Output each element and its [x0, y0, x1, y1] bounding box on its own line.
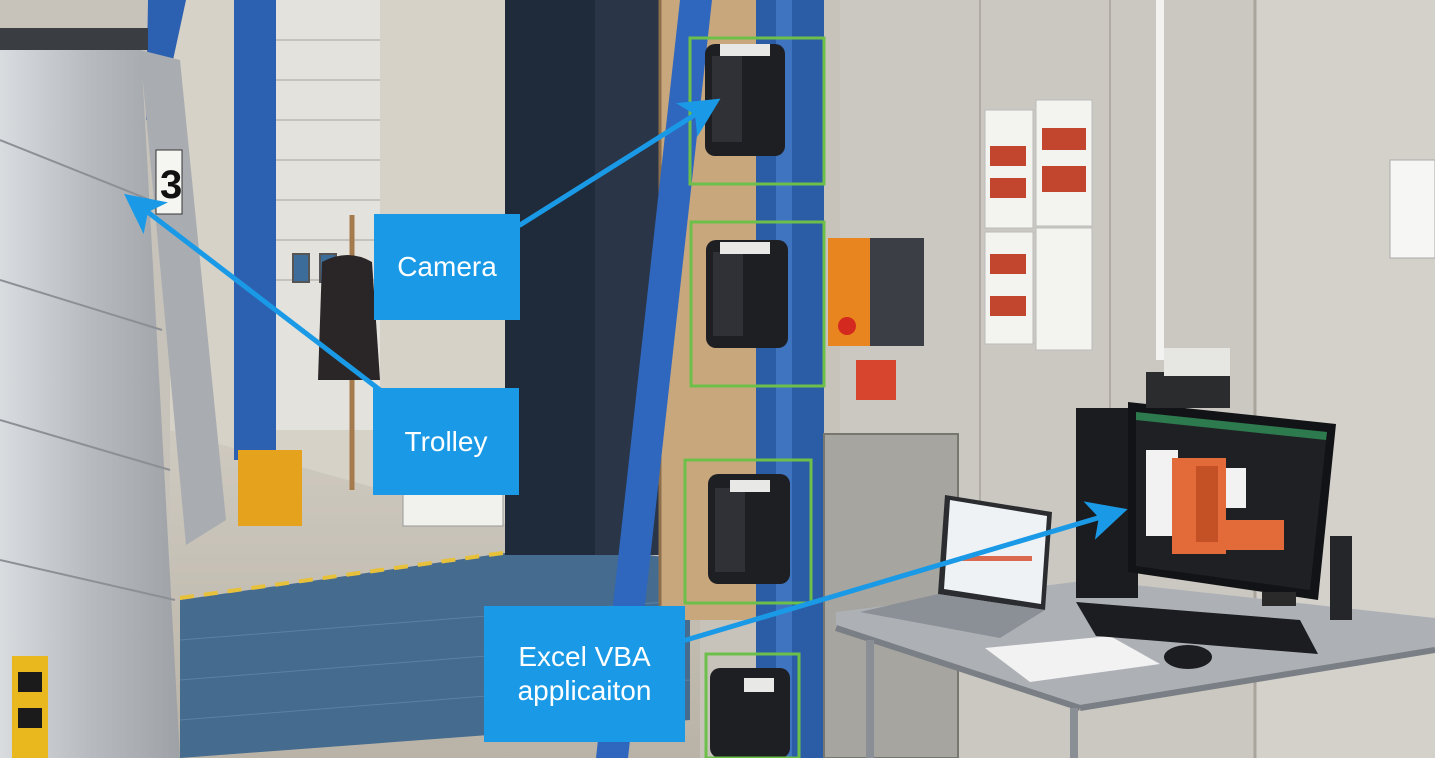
yellow-bumper	[12, 656, 48, 758]
camera-highlight-box-3	[683, 458, 813, 605]
pillar-guard	[238, 450, 302, 526]
wall-label	[1389, 159, 1435, 259]
camera-unit-4	[710, 668, 790, 758]
notice-sheet-1	[984, 109, 1034, 229]
camera-highlight-box-2	[689, 220, 826, 388]
barcode-scanner	[1330, 536, 1352, 620]
camera-unit-1	[705, 44, 785, 156]
mouse	[1164, 645, 1212, 669]
jacket	[318, 255, 380, 380]
excel-vba-callout-line1: Excel VBA	[518, 641, 651, 672]
camera-callout: Camera	[374, 214, 520, 320]
camera-unit-3	[708, 474, 790, 584]
dark-doorway	[505, 0, 595, 555]
arrow-to-vba-app	[683, 501, 1128, 643]
notice-sheet-2	[1035, 99, 1093, 227]
trolley-callout-label: Trolley	[404, 425, 488, 457]
trolley-callout: Trolley	[373, 388, 519, 495]
notice-sheet-4	[1035, 227, 1093, 351]
excel-vba-callout: Excel VBA applicaiton	[484, 606, 685, 742]
notice-sheet-3	[984, 231, 1034, 345]
left-blue-pillar	[234, 0, 276, 460]
aisle-sign-number: 3	[160, 163, 182, 207]
scanner-holder	[1146, 372, 1230, 408]
arrow-to-camera	[517, 98, 721, 228]
camera-unit-2	[706, 240, 788, 348]
arrow-to-trolley	[124, 193, 383, 393]
diagonal-brace	[596, 0, 712, 758]
paper-sheet	[985, 636, 1160, 682]
keyboard	[1076, 602, 1318, 654]
camera-highlight-box-4	[704, 652, 801, 758]
camera-callout-label: Camera	[397, 251, 497, 282]
excel-vba-callout-line2: applicaiton	[517, 675, 652, 706]
